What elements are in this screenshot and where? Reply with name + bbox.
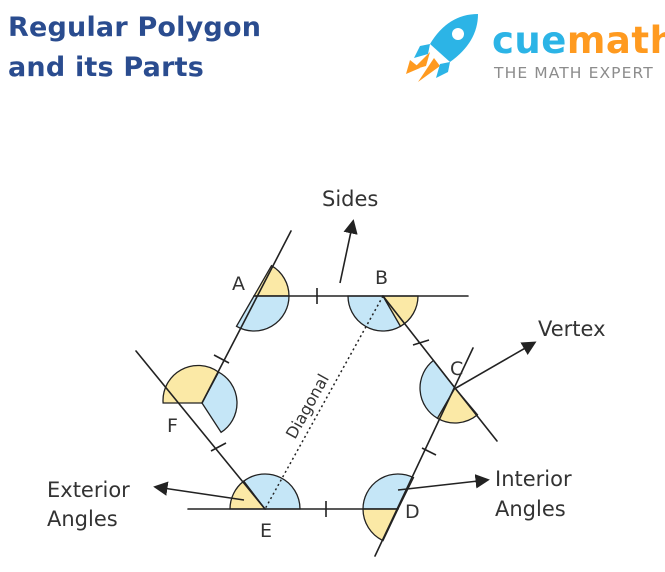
vertex-label-b: B <box>375 267 388 289</box>
vertex-label-a: A <box>232 273 245 295</box>
interior-angle-c <box>419 359 456 420</box>
vertex-arrow <box>455 341 537 389</box>
sides-label: Sides <box>322 187 378 211</box>
exterior-arrow <box>153 481 245 501</box>
tick-fa <box>213 354 230 364</box>
exterior-label-line1: Exterior <box>47 478 130 502</box>
vertex-label-f: F <box>167 415 178 437</box>
vertex-label-c: C <box>450 358 463 380</box>
rocket-icon <box>406 14 478 82</box>
diagonal-label: Diagonal <box>282 371 333 442</box>
vertex-label-e: E <box>260 520 272 542</box>
pointer-arrows <box>153 219 537 501</box>
sides-arrow <box>339 219 358 284</box>
exterior-angle-d <box>362 508 400 542</box>
diagonal-line <box>264 295 384 510</box>
brand-tagline: THE MATH EXPERT <box>494 64 654 82</box>
brand-logo: cuemath THE MATH EXPERT <box>400 8 665 92</box>
exterior-label-line2: Angles <box>47 507 118 531</box>
tick-bc <box>412 339 430 346</box>
angle-wedges <box>162 264 479 542</box>
page-title: Regular Polygon and its Parts <box>8 8 261 88</box>
equal-side-ticks <box>210 288 437 517</box>
brand-name: cuemath <box>492 19 665 62</box>
side-ef-extended <box>135 350 266 510</box>
title-line-2: and its Parts <box>8 52 204 83</box>
side-fa-extended <box>201 230 292 404</box>
interior-angle-e <box>242 473 301 510</box>
interior-label-line2: Angles <box>495 497 566 521</box>
vertex-label: Vertex <box>538 317 606 341</box>
tick-ef <box>210 442 227 452</box>
exterior-angle-f <box>162 364 220 404</box>
vertex-label-d: D <box>405 501 420 523</box>
tick-cd <box>421 447 437 456</box>
interior-label-line1: Interior <box>495 467 572 491</box>
side-c-extension <box>454 387 498 442</box>
title-line-1: Regular Polygon <box>8 12 262 43</box>
interior-arrow <box>397 474 490 491</box>
side-bc <box>382 295 456 389</box>
interior-angle-a <box>235 295 290 332</box>
side-cd-extended <box>374 347 474 557</box>
polygon-lines <box>135 230 498 557</box>
